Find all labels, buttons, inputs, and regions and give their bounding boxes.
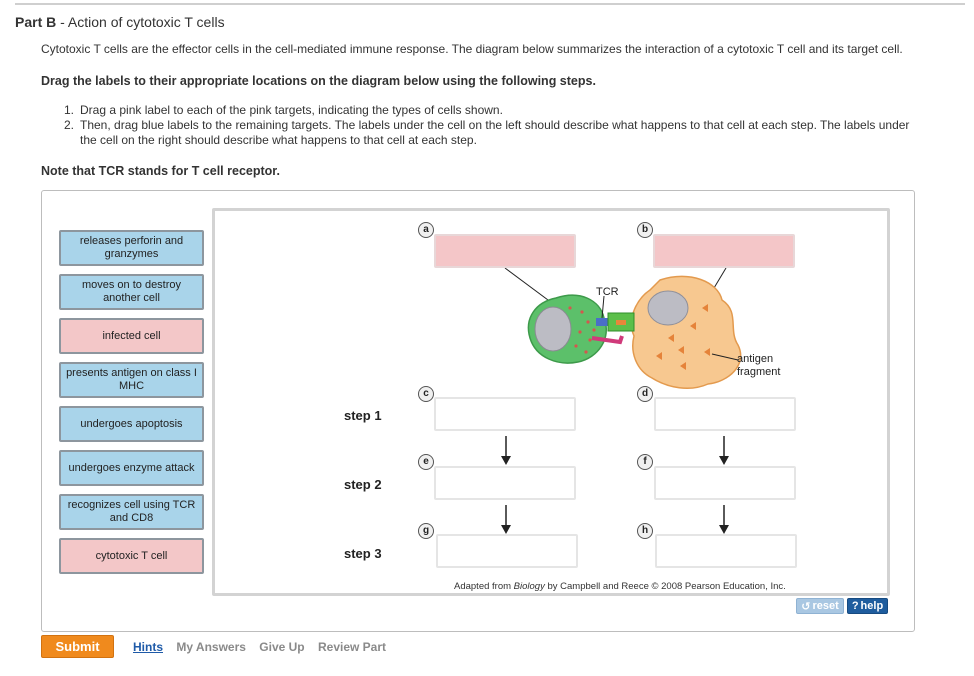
step-number: 1. (64, 103, 75, 117)
leader-line-b (713, 267, 727, 289)
arrow-down-icon (501, 525, 511, 534)
t-cell-nucleus (534, 306, 572, 352)
antigen-fragment (668, 334, 674, 342)
drag-instruction: Drag the labels to their appropriate loc… (41, 74, 596, 88)
instruction-steps: 1. Drag a pink label to each of the pink… (64, 103, 924, 148)
step-number: 2. (64, 118, 75, 132)
credit-prefix: Adapted from (454, 581, 514, 592)
label-moves-on[interactable]: moves on to destroy another cell (59, 274, 204, 310)
reset-label: reset (812, 600, 839, 612)
answer-links: Hints My Answers Give Up Review Part (133, 640, 396, 654)
antigen-fragment (656, 352, 662, 360)
credit-book: Biology (513, 581, 545, 592)
target-badge-h: h (637, 523, 653, 539)
drop-target-g[interactable] (436, 534, 578, 568)
label-enzyme-attack[interactable]: undergoes enzyme attack (59, 450, 204, 486)
part-title: Part B - Action of cytotoxic T cells (15, 14, 225, 30)
drop-target-d[interactable] (654, 397, 796, 431)
tcr-receptor (596, 318, 610, 326)
step-text: Drag a pink label to each of the pink ta… (80, 103, 503, 117)
credit-line: Adapted from Biology by Campbell and Ree… (454, 581, 786, 592)
label-presents-antigen[interactable]: presents antigen on class I MHC (59, 362, 204, 398)
target-badge-a: a (418, 222, 434, 238)
drop-target-a[interactable] (434, 234, 576, 268)
give-up-link[interactable]: Give Up (259, 640, 305, 654)
antigen-fragment (690, 322, 696, 330)
target-cell-nucleus (647, 290, 689, 326)
target-badge-b: b (637, 222, 653, 238)
drop-target-b[interactable] (653, 234, 795, 268)
instruction-step: 1. Drag a pink label to each of the pink… (64, 103, 924, 118)
intro-text: Cytotoxic T cells are the effector cells… (41, 42, 903, 56)
help-button[interactable]: ?help (847, 598, 888, 614)
help-icon: ? (851, 600, 859, 612)
target-badge-e: e (418, 454, 434, 470)
part-separator: - (56, 14, 68, 30)
step-2-label: step 2 (344, 477, 382, 492)
antigen-fragment (678, 346, 684, 354)
step-3-label: step 3 (344, 546, 382, 561)
hints-link[interactable]: Hints (133, 640, 163, 654)
label-cytotoxic-t-cell[interactable]: cytotoxic T cell (59, 538, 204, 574)
antigen-caption: antigen fragment (737, 353, 781, 378)
target-badge-g: g (418, 523, 434, 539)
cd8-coreceptor (591, 335, 624, 345)
step-text: Then, drag blue labels to the remaining … (80, 118, 910, 147)
label-undergoes-apoptosis[interactable]: undergoes apoptosis (59, 406, 204, 442)
antigen-fragment (704, 348, 710, 356)
label-releases-perforin[interactable]: releases perforin and granzymes (59, 230, 204, 266)
tcr-caption: TCR (596, 286, 619, 298)
drop-target-f[interactable] (654, 466, 796, 500)
top-divider (15, 3, 965, 5)
credit-suffix: by Campbell and Reece © 2008 Pearson Edu… (544, 581, 786, 592)
label-recognizes-cell[interactable]: recognizes cell using TCR and CD8 (59, 494, 204, 530)
drop-target-e[interactable] (434, 466, 576, 500)
tcr-note: Note that TCR stands for T cell receptor… (41, 164, 280, 178)
reset-button[interactable]: ↺reset (796, 598, 844, 614)
instruction-step: 2. Then, drag blue labels to the remaini… (64, 118, 924, 148)
reset-icon: ↺ (801, 600, 811, 613)
arrow-down-icon (719, 456, 729, 465)
target-badge-d: d (637, 386, 653, 402)
review-part-link[interactable]: Review Part (317, 640, 387, 654)
antigen-fragment (702, 304, 708, 312)
drop-target-c[interactable] (434, 397, 576, 431)
arrow-down-icon (719, 525, 729, 534)
my-answers-link[interactable]: My Answers (176, 640, 246, 654)
antigen-leader-line (711, 353, 739, 361)
target-badge-c: c (418, 386, 434, 402)
label-infected-cell[interactable]: infected cell (59, 318, 204, 354)
target-cell-body (630, 275, 742, 390)
target-badge-f: f (637, 454, 653, 470)
step-1-label: step 1 (344, 408, 382, 423)
part-title-text: Action of cytotoxic T cells (67, 14, 225, 30)
leader-line-a (504, 267, 549, 301)
help-label: help (860, 600, 884, 612)
drop-target-h[interactable] (655, 534, 797, 568)
tcr-leader-line (601, 295, 605, 319)
antigen-fragment (680, 362, 686, 370)
arrow-down-icon (501, 456, 511, 465)
submit-button[interactable]: Submit (41, 635, 114, 658)
part-prefix: Part B (15, 14, 57, 30)
